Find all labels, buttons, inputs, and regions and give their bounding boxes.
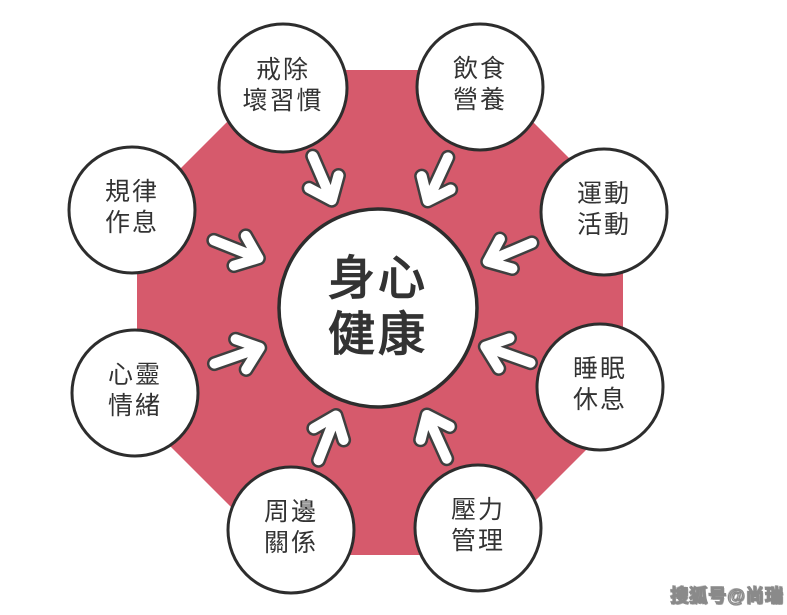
node-regular-routine: 規律 作息: [67, 145, 197, 275]
node-label-line1: 心靈: [108, 361, 162, 389]
node-label-line2: 營養: [453, 86, 507, 114]
node-circle: [413, 463, 543, 593]
arrow-from-relationships: [306, 408, 352, 468]
node-label-line2: 關係: [264, 529, 318, 557]
node-stress-management: 壓力 管理: [413, 463, 543, 593]
node-circle: [535, 322, 665, 452]
node-circle: [67, 145, 197, 275]
arrow-from-diet-nutrition: [414, 149, 459, 209]
node-label-line2: 休息: [573, 386, 627, 414]
arrow-from-mind-emotions: [206, 331, 268, 377]
node-label-line1: 戒除: [256, 56, 310, 84]
arrow-from-quit-bad-habits: [301, 148, 346, 208]
node-mind-body-health: 身心 健康: [277, 207, 479, 409]
node-relationships: 周邊 關係: [226, 465, 356, 595]
node-label-line2: 壞習慣: [242, 87, 323, 115]
watermark: 搜狐号@尚瑞: [670, 585, 784, 606]
node-mind-emotions: 心靈 情緒: [70, 328, 200, 458]
node-circle: [70, 328, 200, 458]
node-label-line1: 運動: [577, 180, 631, 208]
arrow-from-sleep-rest: [477, 330, 538, 376]
center-circle: [277, 207, 479, 409]
node-label-line1: 規律: [105, 178, 159, 206]
node-label-line2: 作息: [105, 209, 159, 237]
node-quit-bad-habits: 戒除 壞習慣: [217, 22, 349, 154]
node-label-line1: 壓力: [451, 496, 505, 524]
node-circle: [226, 465, 356, 595]
arrow-from-regular-routine: [206, 228, 266, 274]
arrow-from-stress-management: [413, 407, 458, 467]
node-circle: [539, 147, 669, 277]
node-label-line2: 情緒: [108, 392, 162, 420]
node-diet-nutrition: 飲食 營養: [415, 22, 545, 152]
node-label-line1: 飲食: [453, 55, 507, 83]
node-label-line1: 周邊: [264, 498, 318, 526]
node-circle: [217, 22, 349, 154]
node-exercise-activity: 運動 活動: [539, 147, 669, 277]
center-label-line2: 健康: [328, 308, 428, 361]
center-label-line1: 身心: [328, 252, 428, 305]
node-label-line1: 睡眠: [573, 355, 627, 383]
node-sleep-rest: 睡眠 休息: [535, 322, 665, 452]
node-label-line2: 管理: [451, 527, 505, 555]
node-label-line2: 活動: [577, 211, 631, 239]
arrow-from-exercise-activity: [480, 231, 540, 277]
node-circle: [415, 22, 545, 152]
